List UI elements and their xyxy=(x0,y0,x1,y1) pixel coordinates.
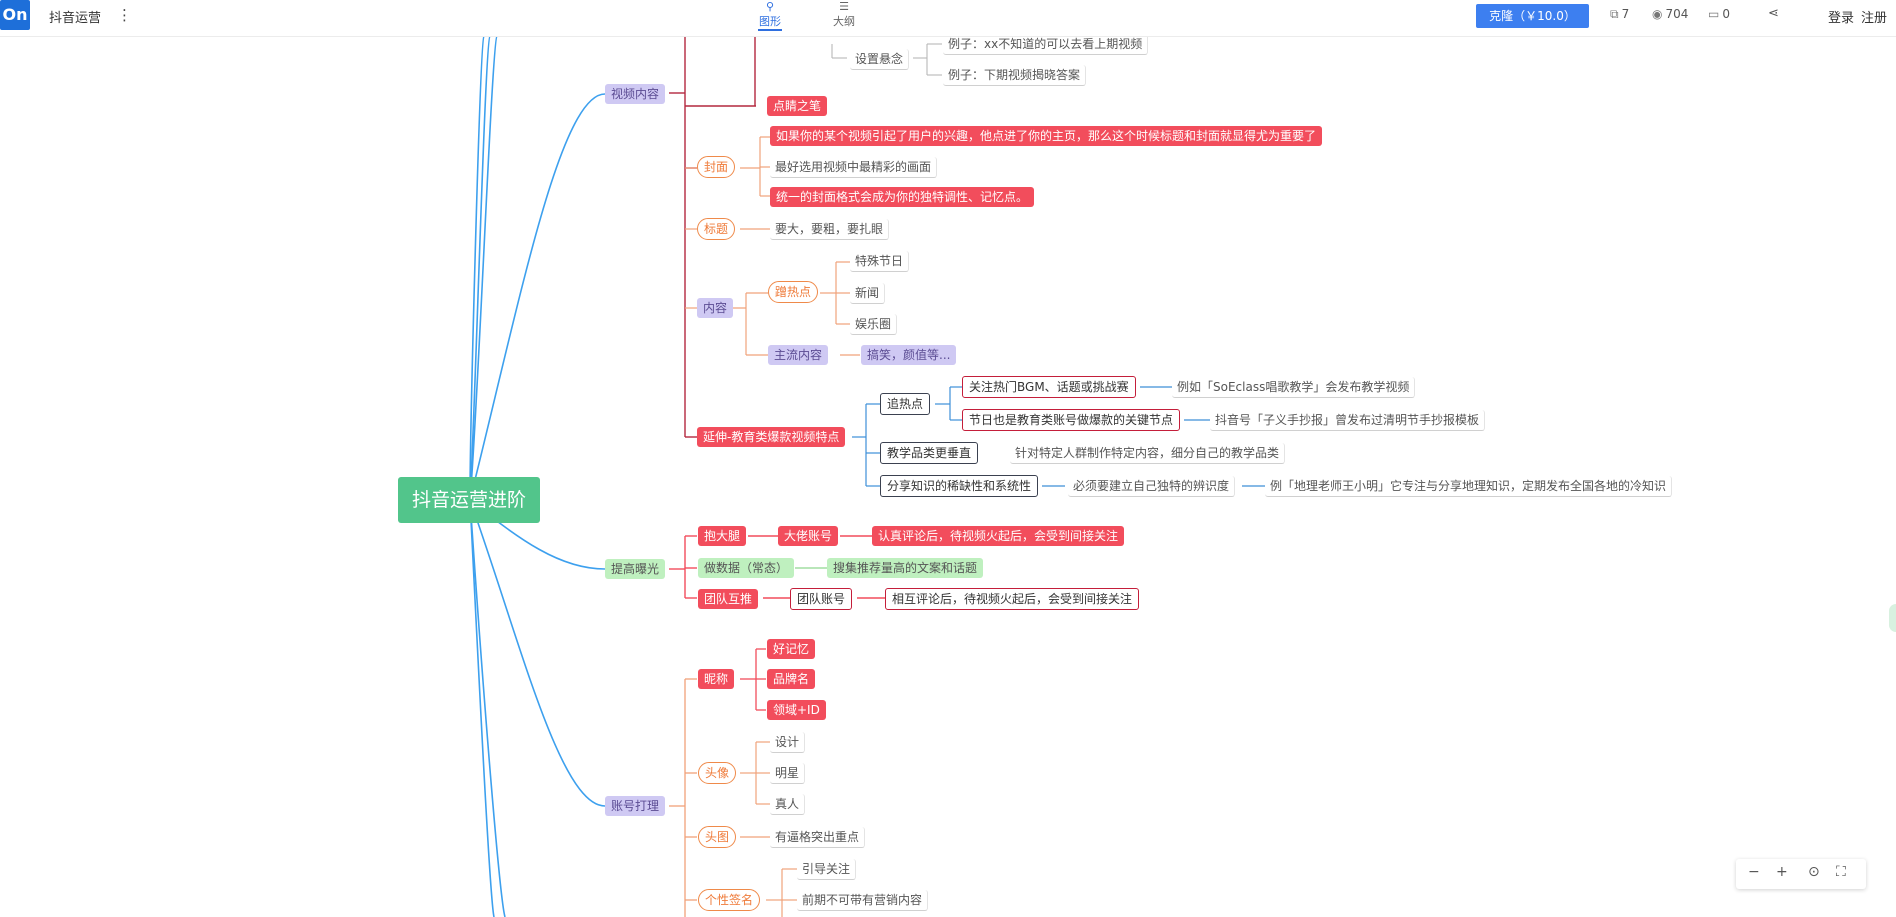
node-nickname[interactable]: 昵称 xyxy=(698,669,735,689)
tab-outline-label: 大纲 xyxy=(833,15,855,28)
fullscreen-icon[interactable]: ⛶ xyxy=(1836,864,1846,880)
comments-stat[interactable]: ▭0 xyxy=(1708,7,1730,21)
target-icon[interactable]: ⊙ xyxy=(1808,864,1820,880)
node-cover-item-3[interactable]: 统一的封面格式会成为你的独特调性、记忆点。 xyxy=(770,187,1035,207)
node-team-account[interactable]: 团队账号 xyxy=(790,588,853,610)
views-stat: ◉704 xyxy=(1652,7,1688,21)
mindmap-icon: ⚲ xyxy=(765,0,775,13)
minus-icon[interactable]: − xyxy=(1748,864,1760,880)
node-team-desc[interactable]: 相互评论后，待视频火起后，会受到间接关注 xyxy=(885,588,1140,610)
node-mainstream-desc[interactable]: 搞笑，颜值等... xyxy=(861,345,957,365)
copies-count: 7 xyxy=(1621,7,1630,21)
app-logo[interactable]: On xyxy=(0,0,30,30)
node-header-image[interactable]: 头图 xyxy=(698,826,737,848)
tab-outline[interactable]: ☰ 大纲 xyxy=(824,0,864,29)
node-data[interactable]: 做数据（常态） xyxy=(698,558,795,578)
branch-account[interactable]: 账号打理 xyxy=(605,796,666,816)
plus-icon[interactable]: + xyxy=(1776,864,1788,880)
node-signature[interactable]: 个性签名 xyxy=(698,889,761,911)
node-share-example[interactable]: 例「地理老师王小明」它专注与分享地理知识，定期发布全国各地的冷知识 xyxy=(1265,476,1673,497)
node-hot-topic[interactable]: 蹭热点 xyxy=(768,281,819,303)
tab-mindmap[interactable]: ⚲ 图形 xyxy=(750,0,790,31)
copy-icon: ⧉ xyxy=(1610,7,1619,21)
node-header-desc[interactable]: 有逼格突出重点 xyxy=(770,827,866,848)
side-panel-handle[interactable] xyxy=(1889,604,1896,632)
node-suspense-example-2[interactable]: 例子：下期视频揭晓答案 xyxy=(943,65,1087,86)
node-cover[interactable]: 封面 xyxy=(697,156,736,178)
document-title[interactable]: 抖音运营 xyxy=(49,11,102,26)
root-node[interactable]: 抖音运营进阶 xyxy=(398,477,540,523)
node-chase-example-2[interactable]: 抖音号「子义手抄报」曾发布过清明节手抄报模板 xyxy=(1210,410,1486,431)
node-avatar-item-1[interactable]: 设计 xyxy=(770,732,806,753)
branch-video-content[interactable]: 视频内容 xyxy=(605,84,666,104)
node-chase-example-1[interactable]: 例如「SoEclass唱歌教学」会发布教学视频 xyxy=(1172,377,1416,398)
node-finishing-touch[interactable]: 点睛之笔 xyxy=(767,96,828,116)
node-hot-item-3[interactable]: 娱乐圈 xyxy=(850,314,898,335)
node-vertical[interactable]: 教学品类更垂直 xyxy=(880,442,979,464)
outline-list-icon: ☰ xyxy=(839,0,849,13)
vertical-dots-icon[interactable]: ⋮ xyxy=(117,6,132,24)
comment-icon: ▭ xyxy=(1708,7,1720,21)
node-avatar[interactable]: 头像 xyxy=(698,762,737,784)
node-suspense-example-1[interactable]: 例子：xx不知道的可以去看上期视频 xyxy=(943,34,1149,55)
node-edu-features[interactable]: 延伸-教育类爆款视频特点 xyxy=(697,427,846,447)
node-cover-item-1[interactable]: 如果你的某个视频引起了用户的兴趣，他点进了你的主页，那么这个时候标题和封面就显得… xyxy=(770,126,1323,146)
login-link[interactable]: 登录 xyxy=(1828,11,1855,26)
node-cover-item-2[interactable]: 最好选用视频中最精彩的画面 xyxy=(770,157,938,178)
node-sign-item-2[interactable]: 前期不可带有营销内容 xyxy=(797,890,929,911)
node-nickname-item-2[interactable]: 品牌名 xyxy=(767,669,816,689)
active-tab-indicator xyxy=(758,29,782,31)
node-vertical-desc[interactable]: 针对特定人群制作特定内容，细分自己的教学品类 xyxy=(1010,443,1286,464)
top-bar: On 抖音运营 ⋮ ⚲ 图形 ☰ 大纲 克隆（￥10.0） ⧉7 ◉704 ▭0… xyxy=(0,0,1896,37)
node-big-desc[interactable]: 认真评论后，待视频火起后，会受到间接关注 xyxy=(872,526,1125,546)
node-chase-hot[interactable]: 追热点 xyxy=(880,393,931,415)
node-team[interactable]: 团队互推 xyxy=(698,589,759,609)
node-nickname-item-1[interactable]: 好记忆 xyxy=(767,639,816,659)
node-hug[interactable]: 抱大腿 xyxy=(698,526,747,546)
node-hot-item-2[interactable]: 新闻 xyxy=(850,283,886,304)
node-big-account[interactable]: 大佬账号 xyxy=(778,526,839,546)
node-avatar-item-2[interactable]: 明星 xyxy=(770,763,806,784)
clone-button[interactable]: 克隆（￥10.0） xyxy=(1476,4,1589,28)
node-data-desc[interactable]: 搜集推荐量高的文案和话题 xyxy=(827,558,984,578)
register-link[interactable]: 注册 xyxy=(1861,11,1888,26)
node-chase-item-2[interactable]: 节日也是教育类账号做爆款的关键节点 xyxy=(962,409,1181,431)
copies-stat[interactable]: ⧉7 xyxy=(1610,7,1629,22)
node-sign-item-1[interactable]: 引导关注 xyxy=(797,859,857,880)
tab-mindmap-label: 图形 xyxy=(759,15,781,28)
node-title[interactable]: 标题 xyxy=(697,218,736,240)
node-share-knowledge[interactable]: 分享知识的稀缺性和系统性 xyxy=(880,475,1039,497)
share-icon[interactable]: ⋖ xyxy=(1768,6,1779,21)
comments-count: 0 xyxy=(1722,7,1730,21)
node-mainstream[interactable]: 主流内容 xyxy=(768,345,829,365)
node-chase-item-1[interactable]: 关注热门BGM、话题或挑战赛 xyxy=(962,376,1136,398)
views-count: 704 xyxy=(1665,7,1689,21)
node-avatar-item-3[interactable]: 真人 xyxy=(770,794,806,815)
node-share-desc[interactable]: 必须要建立自己独特的辨识度 xyxy=(1068,476,1236,497)
node-title-desc[interactable]: 要大，要粗，要扎眼 xyxy=(770,219,890,240)
node-nickname-item-3[interactable]: 领域+ID xyxy=(767,700,826,720)
node-hot-item-1[interactable]: 特殊节日 xyxy=(850,251,910,272)
eye-icon: ◉ xyxy=(1652,7,1663,21)
branch-exposure[interactable]: 提高曝光 xyxy=(605,559,666,579)
node-content[interactable]: 内容 xyxy=(697,298,734,318)
zoom-controls: − + ⊙ ⛶ xyxy=(1736,859,1866,889)
node-suspense[interactable]: 设置悬念 xyxy=(850,49,910,70)
